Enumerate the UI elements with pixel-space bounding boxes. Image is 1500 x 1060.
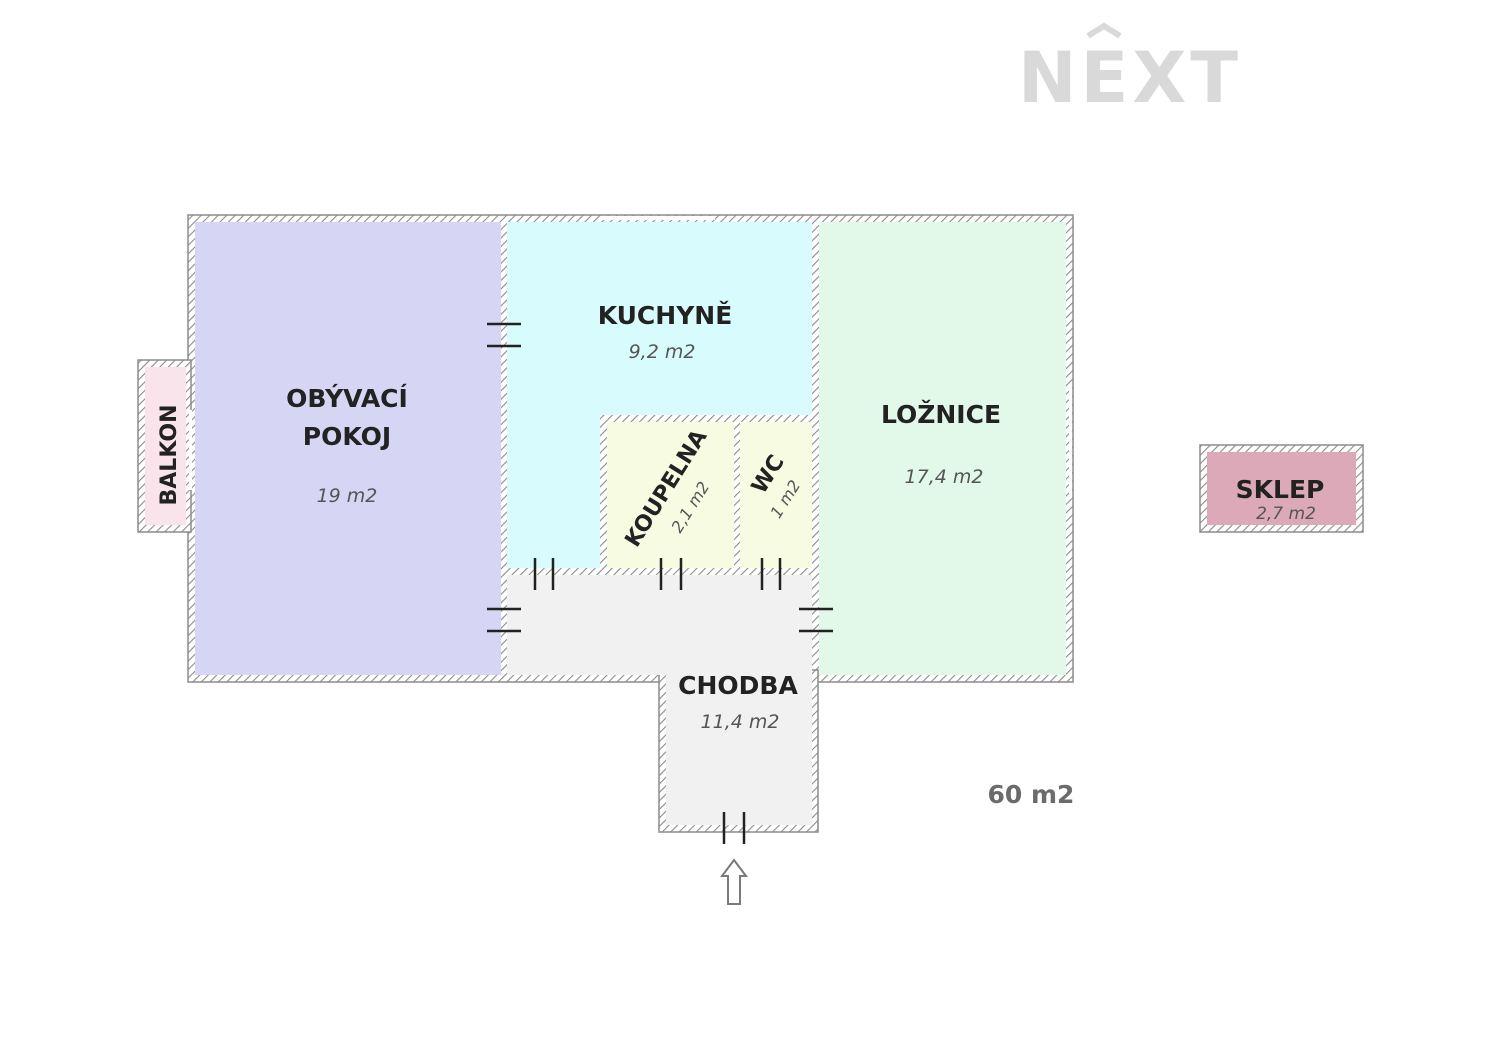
room-loznice xyxy=(819,222,1066,675)
door-marks xyxy=(487,322,833,844)
window-kitchen xyxy=(603,216,715,220)
room-balkon xyxy=(145,367,186,525)
window-living xyxy=(189,410,192,490)
room-obyvaci-name-line2: POKOJ xyxy=(303,422,391,451)
logo-text: NEXT xyxy=(1018,37,1242,119)
room-sklep xyxy=(1207,452,1356,525)
room-chodba xyxy=(507,575,812,825)
door-wc-corridor xyxy=(760,558,782,590)
logo-accent-icon xyxy=(1086,22,1122,39)
room-wc xyxy=(740,422,812,568)
room-chodba-name: CHODBA xyxy=(678,671,798,700)
room-obyvaci-pokoj xyxy=(195,222,501,675)
next-logo: NEXT xyxy=(1018,22,1242,119)
room-sklep-area: 2,7 m2 xyxy=(1256,504,1316,524)
door-entrance xyxy=(722,812,746,844)
room-sklep-name: SKLEP xyxy=(1236,475,1325,504)
room-balkon-name: BALKON xyxy=(157,405,182,506)
up-arrow-icon xyxy=(720,858,748,905)
door-living-kitchen xyxy=(487,322,521,348)
room-obyvaci-area: 19 m2 xyxy=(317,485,378,507)
window-bedroom xyxy=(1069,388,1072,498)
door-kitchen-corridor xyxy=(533,558,555,590)
total-area: 60 m2 xyxy=(988,780,1075,809)
room-loznice-name: LOŽNICE xyxy=(881,400,1001,429)
room-kuchyne-area: 9,2 m2 xyxy=(629,341,696,363)
room-loznice-area: 17,4 m2 xyxy=(905,466,984,488)
door-bathroom-corridor xyxy=(659,558,683,590)
room-kuchyne xyxy=(507,222,812,568)
room-kuchyne-name: KUCHYNĚ xyxy=(598,301,733,330)
room-chodba-area: 11,4 m2 xyxy=(701,711,780,733)
room-obyvaci-name-line1: OBÝVACÍ xyxy=(286,383,408,413)
windows xyxy=(189,216,1072,498)
door-bedroom-corridor xyxy=(799,607,833,633)
room-koupelna xyxy=(607,422,734,568)
door-living-corridor xyxy=(487,607,521,633)
